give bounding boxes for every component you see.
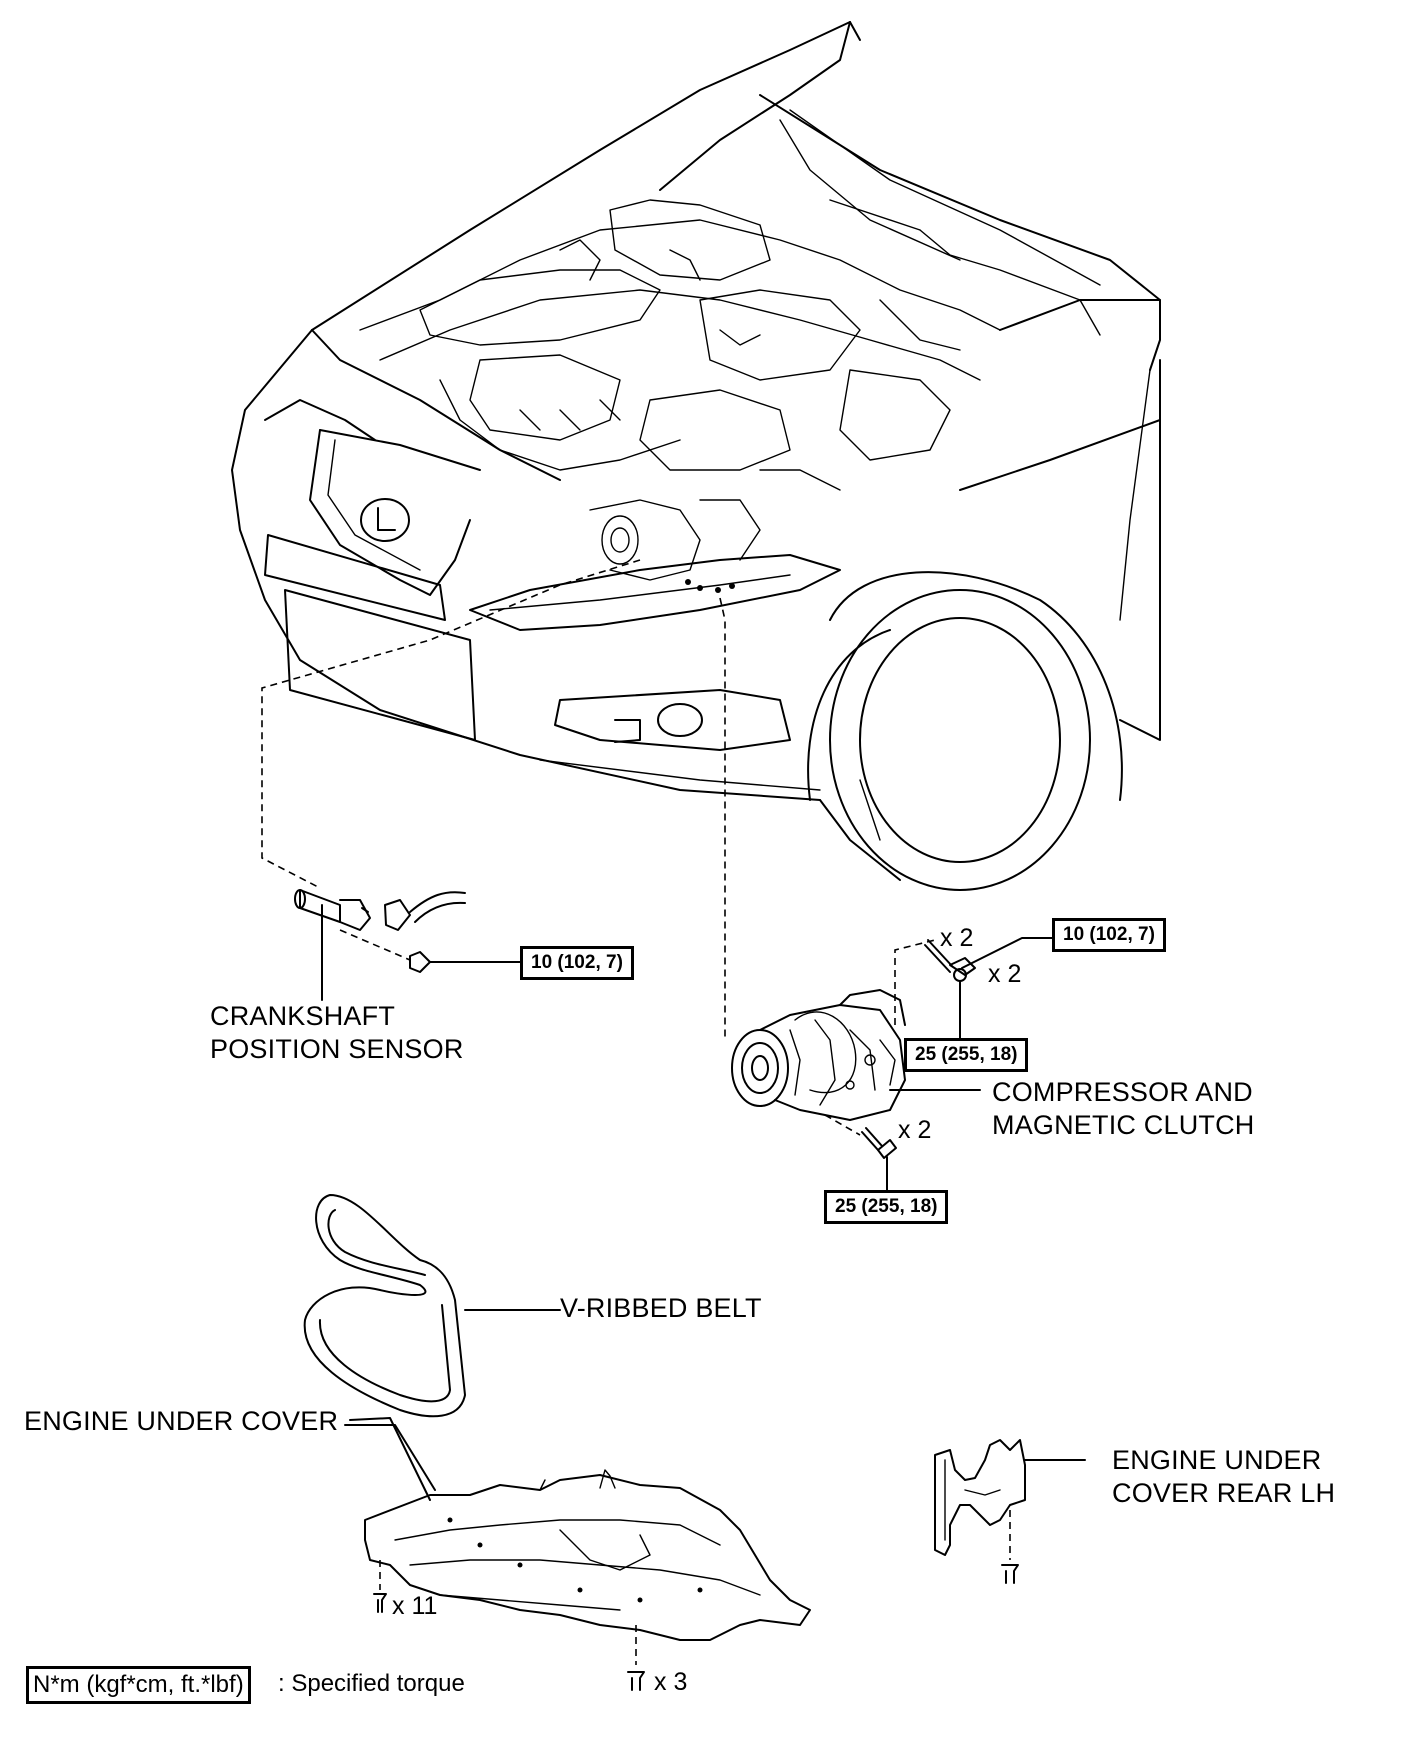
torque-nut: 25 (255, 18) <box>904 1038 1029 1072</box>
qty-nut: x 2 <box>988 960 1022 988</box>
legend-specified-torque: : Specified torque <box>278 1670 465 1697</box>
v-ribbed-belt-drawing <box>303 1194 561 1418</box>
mount-bolt-marks <box>685 579 735 593</box>
qty-stud: x 2 <box>940 924 974 952</box>
compressor-drawing <box>731 937 1053 1201</box>
car-body-drawing <box>231 21 1161 891</box>
qty-cover-clips: x 3 <box>654 1668 688 1696</box>
torque-stud-bolt: 10 (102, 7) <box>1052 918 1166 952</box>
torque-compressor-bolt: 25 (255, 18) <box>824 1190 949 1224</box>
label-v-ribbed-belt: V-RIBBED BELT <box>560 1293 762 1323</box>
engine-under-cover-drawing <box>349 1417 811 1691</box>
compressor-leader-dashed <box>719 597 726 1040</box>
label-compressor: COMPRESSOR AND MAGNETIC CLUTCH <box>992 1077 1255 1140</box>
qty-cover-screws: x 11 <box>392 1592 438 1620</box>
crankshaft-position-sensor-drawing <box>294 889 521 1001</box>
engine-under-cover-rear-lh-drawing <box>934 1439 1086 1584</box>
label-engine-under-cover: ENGINE UNDER COVER <box>24 1406 339 1436</box>
under-cover-leader-line <box>344 1424 436 1491</box>
label-engine-under-cover-rear-lh: ENGINE UNDER COVER REAR LH <box>1112 1445 1336 1508</box>
engine-bay-drawing <box>359 199 1001 581</box>
legend-torque-unit-box: N*m (kgf*cm, ft.*lbf) <box>26 1666 251 1704</box>
torque-sensor-bolt: 10 (102, 7) <box>520 946 634 980</box>
qty-compressor-bolt: x 2 <box>898 1116 932 1144</box>
sensor-leader-dashed <box>261 559 641 889</box>
label-crankshaft-position-sensor: CRANKSHAFT POSITION SENSOR <box>210 1001 464 1064</box>
